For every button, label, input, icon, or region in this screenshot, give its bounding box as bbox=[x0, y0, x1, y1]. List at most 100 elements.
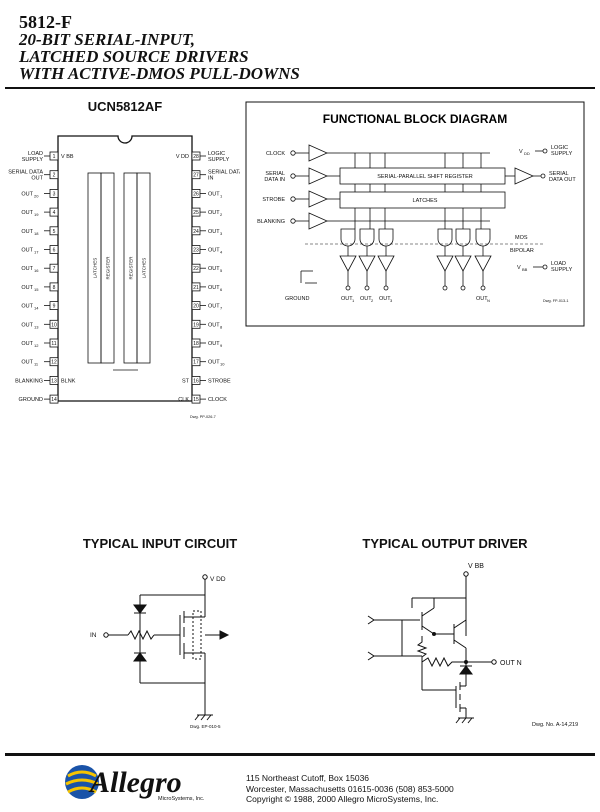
pin-label: OUT bbox=[208, 304, 220, 310]
ic-block-label: LATCHES bbox=[93, 258, 98, 278]
vbb-terminal bbox=[463, 571, 469, 577]
pin-number: 15 bbox=[193, 397, 199, 403]
pin-label: OUT bbox=[208, 360, 220, 366]
vbb-label: V bbox=[517, 265, 521, 271]
buffer-icon bbox=[308, 167, 328, 185]
pin-label: OUT bbox=[21, 322, 33, 328]
ic-internal-block bbox=[100, 172, 115, 364]
company-address: 115 Northeast Cutoff, Box 15036 Worceste… bbox=[246, 773, 454, 805]
buffer-icon bbox=[308, 190, 328, 208]
pin-inner-label: CLK bbox=[178, 397, 189, 403]
buffer-icon bbox=[308, 144, 328, 162]
pin-label: OUT bbox=[21, 304, 33, 310]
out-label: OUT N bbox=[500, 660, 522, 667]
pin-label: OUT bbox=[208, 210, 220, 216]
pin-subscript: 9 bbox=[220, 343, 223, 348]
driver-icon bbox=[474, 255, 492, 272]
pin-subscript: 6 bbox=[220, 287, 223, 292]
pin-number: 22 bbox=[193, 266, 199, 272]
vdd-label: V DD bbox=[210, 576, 226, 583]
fbd-input-label: STROBE bbox=[262, 197, 285, 203]
and-gate-icon bbox=[475, 228, 491, 247]
shift-register-label: SERIAL-PARALLEL SHIFT REGISTER bbox=[377, 174, 473, 180]
pin-number: 18 bbox=[193, 341, 199, 347]
pin-label: OUT bbox=[21, 285, 33, 291]
pin-label: SUPPLY bbox=[22, 157, 44, 163]
pin-subscript: 3 bbox=[220, 231, 223, 236]
output-label: OUT bbox=[476, 296, 488, 302]
address-line: 115 Northeast Cutoff, Box 15036 bbox=[246, 773, 370, 783]
ground-label: GROUND bbox=[285, 296, 309, 302]
output-label: OUT bbox=[360, 296, 372, 302]
and-gate-icon bbox=[340, 228, 356, 247]
input-dwg-no: Dwg. EP-010-5 bbox=[190, 724, 221, 729]
fbd-input-terminal bbox=[290, 218, 296, 224]
fbd-dwg-no: Dwg. FP-013-1 bbox=[543, 299, 569, 303]
vbb-label: V BB bbox=[468, 563, 484, 570]
pin-subscript: 2 bbox=[220, 212, 223, 217]
diode-icon bbox=[459, 665, 473, 675]
input-circuit-title: TYPICAL INPUT CIRCUIT bbox=[82, 536, 238, 551]
pin-subscript: 14 bbox=[34, 306, 39, 311]
output-subscript: 1 bbox=[352, 298, 355, 303]
pin-number: 6 bbox=[53, 248, 56, 254]
pin-label: OUT bbox=[208, 322, 220, 328]
pin-label: OUT bbox=[21, 191, 33, 197]
logo-text: Allegro bbox=[88, 766, 182, 799]
vdd-terminal bbox=[542, 148, 548, 154]
output-terminal bbox=[460, 285, 466, 291]
fbd-input-label: CLOCK bbox=[266, 151, 285, 157]
vbb-subscript: BB bbox=[522, 267, 528, 272]
pin-subscript: 4 bbox=[220, 250, 223, 255]
fbd-input-label: SERIAL bbox=[265, 171, 285, 177]
pin-label: STROBE bbox=[208, 378, 231, 384]
pin-subscript: 10 bbox=[220, 362, 225, 367]
vdd-subscript: DD bbox=[524, 151, 530, 156]
pin-label: BLANKING bbox=[15, 378, 43, 384]
pin-label: SERIAL DATA bbox=[8, 170, 43, 176]
pin-number: 28 bbox=[193, 154, 199, 160]
datasheet-header: 5812-F 20-BIT SERIAL-INPUT, LATCHED SOUR… bbox=[19, 13, 300, 83]
pin-number: 8 bbox=[53, 285, 56, 291]
ic-block-label: REGISTER bbox=[106, 256, 111, 280]
vdd-terminal bbox=[202, 574, 208, 580]
output-dwg-no: Dwg. No. A-14,219 bbox=[532, 722, 578, 728]
pin-label: OUT bbox=[21, 210, 33, 216]
fbd-input-terminal bbox=[290, 173, 296, 179]
diode-icon bbox=[133, 604, 147, 614]
pin-number: 27 bbox=[193, 173, 199, 179]
pin-subscript: 17 bbox=[34, 250, 39, 255]
fbd-frame bbox=[245, 101, 585, 327]
pin-number: 13 bbox=[51, 378, 57, 384]
output-terminal bbox=[383, 285, 389, 291]
vdd-label: V bbox=[519, 149, 523, 155]
title-line: LATCHED SOURCE DRIVERS bbox=[19, 47, 249, 66]
buffer-icon bbox=[514, 167, 534, 185]
logic-supply-label: LOGIC bbox=[551, 145, 568, 151]
pin-number: 9 bbox=[53, 304, 56, 310]
load-supply-label: LOAD bbox=[551, 261, 566, 267]
title-line: WITH ACTIVE-DMOS PULL-DOWNS bbox=[19, 64, 300, 83]
fbd-title: FUNCTIONAL BLOCK DIAGRAM bbox=[323, 112, 507, 126]
pin-label: OUT bbox=[208, 285, 220, 291]
pin-number: 2 bbox=[53, 173, 56, 179]
pin-label: OUT bbox=[21, 341, 33, 347]
output-driver-title: TYPICAL OUTPUT DRIVER bbox=[362, 536, 528, 551]
pin-number: 19 bbox=[193, 322, 199, 328]
output-subscript: 3 bbox=[390, 298, 393, 303]
functional-block-diagram: FUNCTIONAL BLOCK DIAGRAM CLOCKSERIALDATA… bbox=[245, 101, 585, 327]
pin-subscript: 7 bbox=[220, 306, 223, 311]
pin-number: 12 bbox=[51, 360, 57, 366]
pin-number: 21 bbox=[193, 285, 199, 291]
output-terminal bbox=[345, 285, 351, 291]
resistor-icon bbox=[127, 629, 155, 641]
pinout-title: UCN5812AF bbox=[87, 99, 163, 114]
pin-subscript: 19 bbox=[34, 212, 39, 217]
and-gate-icon bbox=[455, 228, 471, 247]
pin-subscript: 1 bbox=[220, 193, 223, 198]
output-subscript: 2 bbox=[371, 298, 374, 303]
pin-inner-label: V BB bbox=[61, 154, 74, 160]
and-gate-icon bbox=[378, 228, 394, 247]
output-label: OUT bbox=[379, 296, 391, 302]
